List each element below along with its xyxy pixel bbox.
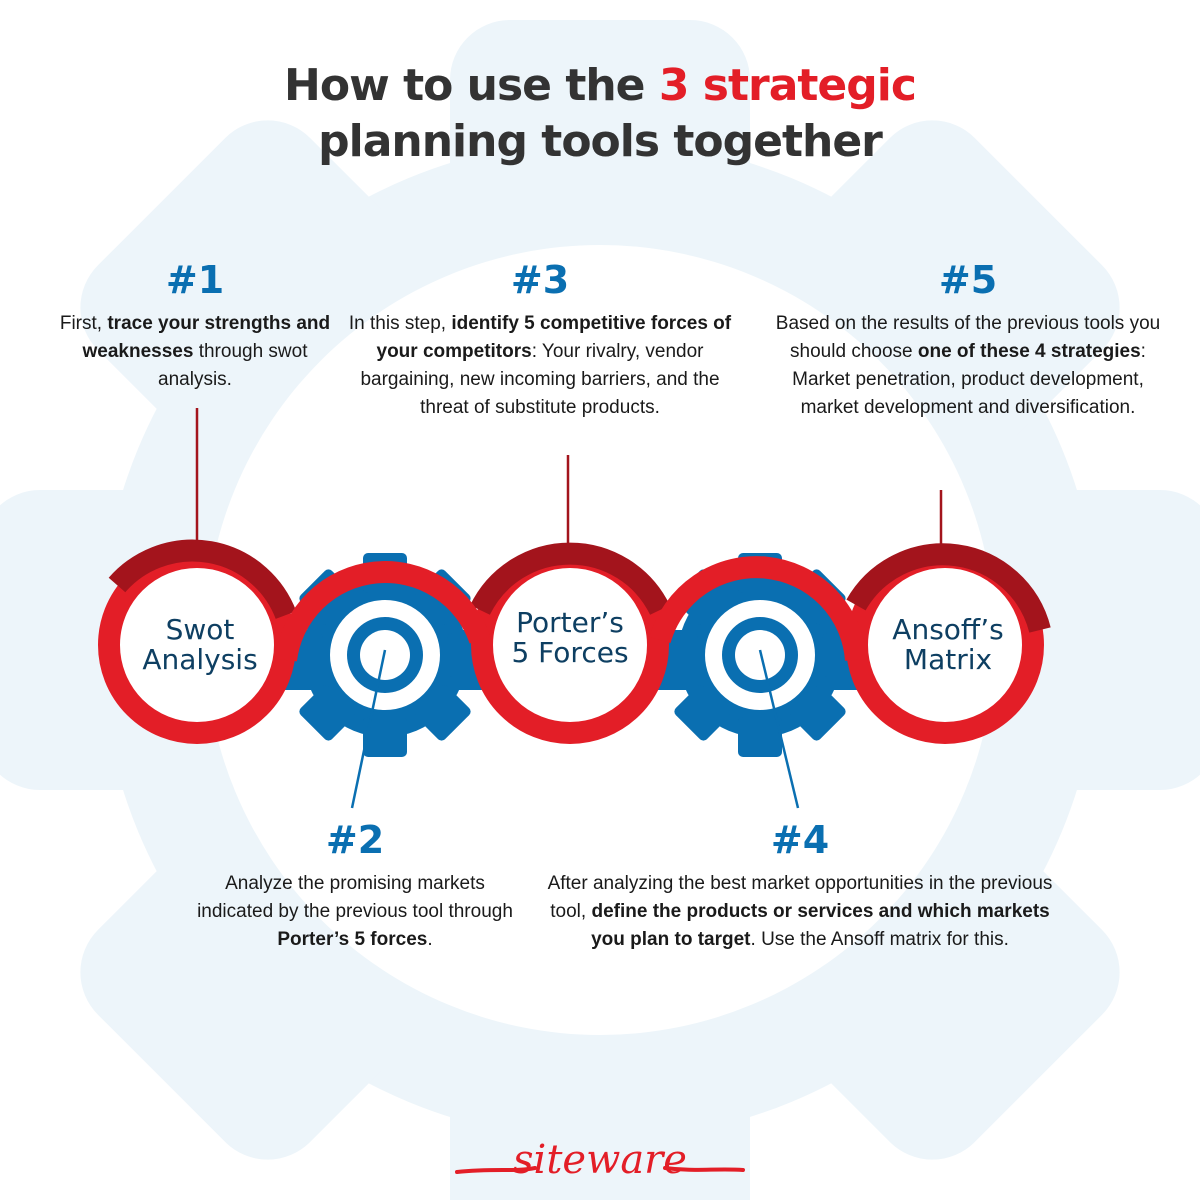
step-number: #2 [325, 818, 385, 862]
tool-label-ansoff: Ansoff’s Matrix [892, 613, 1004, 676]
step-text: In this step, identify 5 competitive for… [348, 313, 732, 418]
svg-text:siteware: siteware [513, 1137, 687, 1183]
connector-4 [758, 649, 800, 809]
step-1: #1 First, trace your strengths and weakn… [50, 258, 340, 394]
step-2: #2 Analyze the promising markets indicat… [195, 818, 515, 954]
step-number: #1 [165, 258, 225, 302]
step-5: #5 Based on the results of the previous … [762, 258, 1174, 422]
title-prefix: How to use the [284, 60, 659, 111]
tool-label-swot: Swot Analysis [142, 613, 258, 676]
step-number: #5 [938, 258, 998, 302]
step-text: First, trace your strengths and weakness… [59, 313, 331, 390]
title-line2: planning tools together [318, 116, 883, 167]
tool-label-porter: Porter’s 5 Forces [511, 606, 629, 669]
siteware-logo: siteware [455, 1137, 745, 1183]
step-text: Based on the results of the previous too… [775, 313, 1161, 418]
step-text: Analyze the promising markets indicated … [197, 873, 513, 950]
page-title: How to use the 3 strategic planning tool… [0, 58, 1200, 170]
step-text: After analyzing the best market opportun… [547, 873, 1053, 950]
step-4: #4 After analyzing the best market oppor… [545, 818, 1055, 954]
step-3: #3 In this step, identify 5 competitive … [335, 258, 745, 422]
step-number: #3 [510, 258, 570, 302]
title-accent: 3 strategic [658, 60, 917, 111]
connector-2 [350, 649, 387, 809]
step-number: #4 [770, 818, 830, 862]
